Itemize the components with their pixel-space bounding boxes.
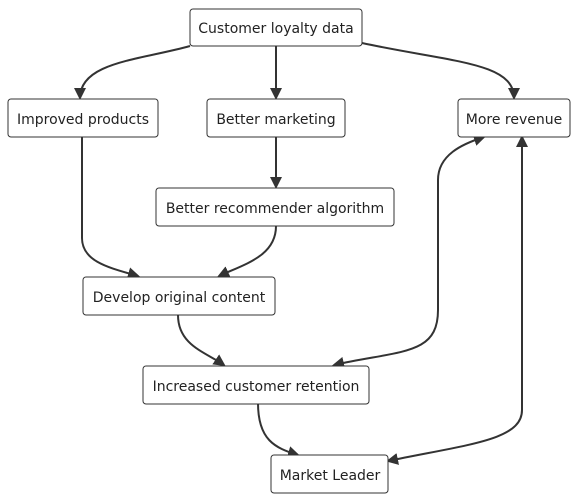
node-customer-loyalty-data: Customer loyalty data	[189, 8, 363, 47]
node-label: Improved products	[17, 112, 149, 128]
node-market-leader: Market Leader	[270, 454, 389, 494]
node-label: Market Leader	[280, 468, 381, 484]
edge-products-to-content	[81, 137, 140, 280]
node-label: Customer loyalty data	[198, 21, 353, 37]
node-improved-products: Improved products	[7, 98, 159, 138]
edge-retention-to-leader	[257, 402, 300, 458]
node-label: Increased customer retention	[153, 379, 360, 395]
node-label: More revenue	[466, 112, 562, 128]
edge-recommender-to-content	[217, 225, 277, 278]
edge-content-to-retention	[177, 314, 226, 367]
edge-loyalty-to-revenue	[361, 42, 520, 100]
node-more-revenue: More revenue	[457, 98, 571, 138]
edge-retention-to-revenue	[332, 134, 486, 369]
node-label: Better marketing	[216, 112, 335, 128]
edges	[74, 42, 528, 465]
node-increased-customer-retention: Increased customer retention	[142, 365, 370, 405]
edge-loyalty-to-products	[74, 45, 191, 100]
edge-leader-to-revenue	[386, 135, 528, 465]
node-better-marketing: Better marketing	[206, 98, 346, 138]
node-label: Better recommender algorithm	[166, 201, 384, 217]
node-better-recommender-algorithm: Better recommender algorithm	[155, 187, 395, 227]
node-label: Develop original content	[93, 290, 266, 306]
node-develop-original-content: Develop original content	[82, 276, 276, 316]
